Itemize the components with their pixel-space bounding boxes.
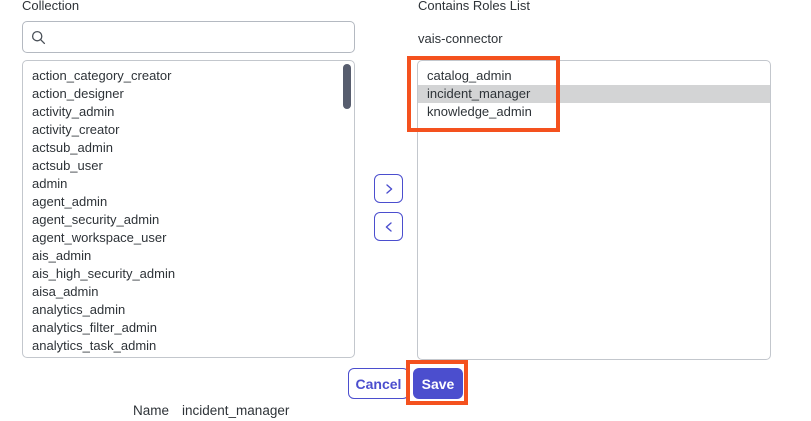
list-item[interactable]: analytics_viewer [23,355,354,357]
list-item[interactable]: agent_security_admin [32,212,160,227]
list-item[interactable]: analytics_admin [32,302,126,317]
contains-roles-list-label: Contains Roles List [418,0,530,13]
collection-search-box [22,21,355,53]
collection-label: Collection [22,0,80,13]
list-item[interactable]: ais_admin [32,248,92,263]
list-item[interactable]: catalog_admin [427,68,512,83]
list-item[interactable]: aisa_admin [32,284,99,299]
list-item[interactable]: action_designer [32,86,124,101]
move-left-button[interactable] [374,212,403,241]
list-item[interactable]: admin [32,176,68,191]
list-item[interactable]: ais_high_security_admin [32,266,176,281]
chevron-left-icon [385,221,392,232]
list-item[interactable]: agent_admin [32,194,108,209]
name-row: Name incident_manager [133,403,289,418]
list-item[interactable]: analytics_filter_admin [32,320,158,335]
name-value: incident_manager [182,403,290,418]
collection-scrollbar-thumb[interactable] [343,64,351,109]
list-item[interactable]: agent_workspace_user [32,230,167,245]
list-item[interactable]: activity_creator [32,122,120,137]
list-item[interactable]: activity_admin [32,104,115,119]
list-item[interactable]: analytics_task_admin [32,338,157,353]
move-right-button[interactable] [374,174,403,203]
name-label: Name [133,403,170,418]
search-icon [31,30,46,44]
connector-name: vais-connector [418,31,503,46]
cancel-button[interactable]: Cancel [348,368,409,399]
list-item[interactable]: actsub_user [32,158,103,173]
list-item[interactable]: incident_manager [418,85,770,103]
save-button[interactable]: Save [413,368,463,399]
list-item[interactable]: actsub_admin [32,140,113,155]
collection-search-input[interactable] [52,29,346,45]
chevron-right-icon [385,183,392,194]
list-item[interactable]: knowledge_admin [427,104,532,119]
list-item[interactable]: action_category_creator [32,68,172,83]
